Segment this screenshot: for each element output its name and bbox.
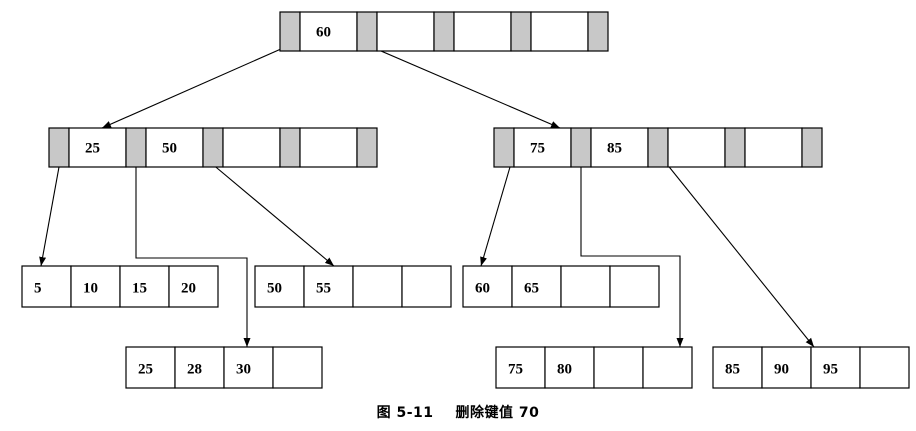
leaf-key-value: 10 (83, 281, 98, 297)
leaf-key-value: 30 (236, 362, 251, 378)
leaf-key-value: 20 (181, 281, 196, 297)
figure-caption: 图 5-11 删除键值 70 (0, 402, 916, 422)
key-value: 25 (85, 141, 100, 157)
pointer-cell (647, 127, 669, 168)
edge-root-to-left (101, 44, 291, 129)
leaf-key-cell (495, 346, 546, 389)
edge-right-p1 (580, 167, 684, 347)
leaf-key-cell (70, 265, 121, 308)
leaf-key-cell (352, 265, 403, 308)
leaf-key-cell (511, 265, 562, 308)
leaf-key-value: 95 (823, 362, 838, 378)
root-node: 60 (279, 11, 609, 52)
leaf-key-value: 25 (138, 362, 153, 378)
leaf-key-cell (168, 265, 219, 308)
key-value: 60 (316, 25, 331, 41)
leaf-key-cell (560, 265, 611, 308)
key-cell (299, 11, 358, 52)
key-cell (299, 127, 358, 168)
leaf-node-1: 5 10 15 20 (21, 265, 219, 308)
leaf-key-cell (859, 346, 910, 389)
pointer-cell (356, 127, 378, 168)
leaf-key-cell (761, 346, 812, 389)
pointer-cell (202, 127, 224, 168)
key-cell (453, 11, 512, 52)
pointer-cell (433, 11, 455, 52)
pointer-cell (48, 127, 70, 168)
leaf-node-6: 85 90 95 (712, 346, 910, 389)
pointer-cell (279, 11, 301, 52)
leaf-key-value: 85 (725, 362, 740, 378)
pointer-cell (570, 127, 592, 168)
leaf-key-cell (609, 265, 660, 308)
leaf-key-value: 55 (316, 281, 331, 297)
key-cell (222, 127, 281, 168)
pointer-cell (587, 11, 609, 52)
leaf-key-cell (712, 346, 763, 389)
leaf-key-value: 65 (524, 281, 539, 297)
leaf-key-cell (272, 346, 323, 389)
leaf-key-value: 75 (508, 362, 523, 378)
leaf-key-cell (303, 265, 354, 308)
leaf-key-cell (223, 346, 274, 389)
leaf-key-cell (401, 265, 452, 308)
leaf-key-cell (462, 265, 513, 308)
key-cell (530, 11, 589, 52)
leaf-key-value: 15 (132, 281, 147, 297)
leaf-key-cell (593, 346, 644, 389)
pointer-cell (801, 127, 823, 168)
pointer-cell (356, 11, 378, 52)
leaf-key-value: 5 (34, 281, 42, 297)
leaf-key-cell (119, 265, 170, 308)
edge-right-p0 (480, 166, 511, 267)
figure-title: 删除键值 70 (455, 405, 540, 421)
leaf-key-value: 50 (267, 281, 282, 297)
leaf-key-cell (125, 346, 176, 389)
leaf-key-cell (642, 346, 693, 389)
pointer-cell (279, 127, 301, 168)
key-value: 75 (530, 141, 545, 157)
leaf-key-value: 90 (774, 362, 789, 378)
pointer-cell (510, 11, 532, 52)
leaf-key-cell (810, 346, 861, 389)
key-cell (744, 127, 803, 168)
key-cell (667, 127, 726, 168)
pointer-cell (724, 127, 746, 168)
leaf-node-5: 75 80 (495, 346, 693, 389)
pointer-cell (125, 127, 147, 168)
leaf-key-value: 60 (475, 281, 490, 297)
edge-left-p1 (135, 167, 251, 347)
leaf-key-cell (254, 265, 305, 308)
leaf-key-value: 80 (557, 362, 572, 378)
pointer-cell (493, 127, 515, 168)
leaf-node-2: 25 28 30 (125, 346, 323, 389)
leaf-key-cell (544, 346, 595, 389)
edge-root-to-right (366, 44, 561, 129)
leaf-key-cell (21, 265, 72, 308)
key-cell (376, 11, 435, 52)
edge-right-p2 (665, 162, 815, 348)
internal-node-left: 25 50 (48, 127, 378, 168)
tree-nodes: 60 25 50 75 85 5 10 15 20 25 28 30 50 55 60 65 75 80 85 90 9… (21, 11, 910, 389)
internal-node-right: 75 85 (493, 127, 823, 168)
key-value: 85 (607, 141, 622, 157)
leaf-key-value: 28 (187, 362, 202, 378)
leaf-node-4: 60 65 (462, 265, 660, 308)
key-value: 50 (162, 141, 177, 157)
figure-label: 图 5-11 (376, 405, 434, 421)
edge-left-p0 (39, 166, 60, 267)
key-cell (68, 127, 127, 168)
edge-left-p2 (210, 162, 335, 267)
leaf-node-3: 50 55 (254, 265, 452, 308)
tree-edges (39, 44, 815, 348)
